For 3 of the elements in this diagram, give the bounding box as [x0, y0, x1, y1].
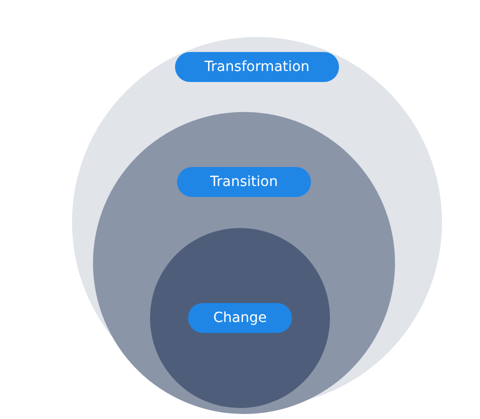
label-pill: Transformation	[175, 52, 339, 82]
label-pill: Change	[188, 303, 292, 333]
label-pill: Transition	[177, 167, 311, 197]
